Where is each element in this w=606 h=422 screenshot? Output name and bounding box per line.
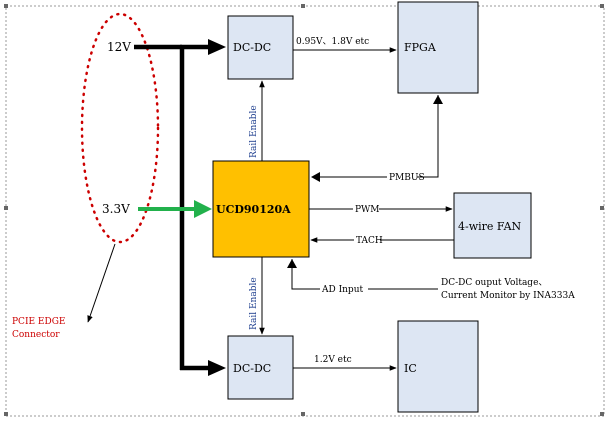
monitor-label-line2: Current Monitor by INA333A [441, 291, 575, 301]
dcdc-top-label: DC-DC [233, 41, 271, 54]
rail-enable-bottom-label: Rail Enable [249, 277, 259, 330]
pmbus-label: PMBUS [389, 173, 425, 183]
pcie-connector-outline [80, 12, 160, 244]
pcie-label-line1: PCIE EDGE [12, 317, 65, 327]
ad-input-label-bg [320, 283, 368, 294]
fpga-label: FPGA [404, 41, 437, 54]
ucd90120a-label: UCD90120A [216, 203, 291, 216]
dcdc-top-block [227, 15, 294, 80]
top-rail-label: 0.95V、1.8V etc [296, 37, 369, 47]
input-12v-label: 12V [107, 40, 131, 54]
pmbus-arrow-up [433, 95, 443, 104]
fpga-block [397, 1, 479, 94]
monitor-label-line1: DC-DC ouput Voltage、 [441, 278, 547, 288]
dcdc-bottom-block [227, 335, 294, 400]
rail-enable-top-label: Rail Enable [249, 105, 259, 158]
pwm-label-bg [353, 203, 379, 214]
input-3v3-label: 3.3V [102, 202, 130, 216]
green-arrow-3v3 [138, 200, 212, 218]
tach-label: TACH [356, 236, 383, 246]
fan-label: 4-wire FAN [458, 220, 522, 233]
ad-input-arrow [287, 259, 297, 268]
dcdc-bottom-label: DC-DC [233, 362, 271, 375]
ic-block [397, 320, 479, 413]
ad-input-line [291, 259, 438, 290]
pmbus-line [313, 95, 439, 178]
pcie-label-line2: Connector [12, 330, 60, 340]
fan-block [453, 192, 532, 259]
pwm-label: PWM [355, 205, 380, 215]
pcie-pointer-arrow [87, 243, 116, 323]
ic-label: IC [404, 362, 417, 375]
ad-input-label: AD Input [321, 285, 363, 295]
bottom-rail-label: 1.2V etc [314, 355, 352, 365]
pmbus-arrow-left [311, 172, 320, 182]
tach-label-bg [354, 234, 380, 245]
pmbus-label-bg [387, 171, 417, 182]
selection-handles [4, 4, 604, 416]
